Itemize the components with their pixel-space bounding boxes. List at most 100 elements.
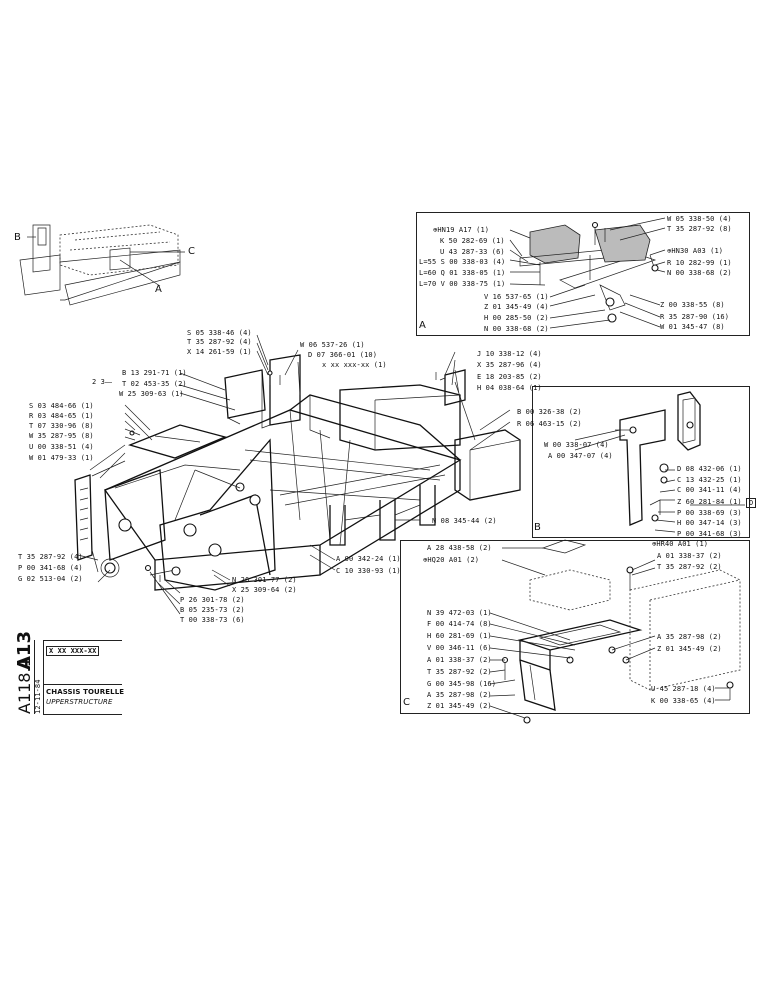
inset-c-label: Z 01 345-49 (2) [427, 702, 492, 710]
part-label: H 04 038-64 (1) [477, 384, 542, 392]
title-block: A13 A118.1 12-11-84 X XX XXX-XX CHASSIS … [12, 630, 125, 715]
inset-c-letter: C [403, 697, 410, 708]
inset-a-letter: A [419, 320, 426, 331]
inset-a-label: N 00 338-68 (2) [667, 269, 732, 277]
inset-a-drawing [509, 217, 666, 329]
inset-c-label: A 35 287-98 (2) [427, 691, 492, 699]
inset-a-label: ⊕HN30 A03 (1) [667, 247, 724, 255]
inset-b-label: Z 60 281-84 (1) [677, 498, 742, 506]
part-label: X 25 309-64 (2) [232, 586, 297, 594]
inset-c-label: A 35 287-98 (2) [657, 633, 722, 641]
circle-d-marker: D [746, 498, 757, 508]
inset-b-label: A 00 347-07 (4) [548, 452, 613, 460]
inset-c-label: T 35 287-92 (2) [427, 668, 492, 676]
part-label: D 07 366-01 (10) [308, 351, 378, 359]
inset-a-label: N 00 338-68 (2) [484, 325, 549, 333]
inset-c-frame [400, 540, 750, 714]
inset-c-label: K 00 338-65 (4) [651, 697, 716, 705]
inset-a-label: H 00 285-50 (2) [484, 314, 549, 322]
part-label: T 35 287-92 (4) [18, 553, 83, 561]
part-label: U 00 338-51 (4) [29, 443, 94, 451]
inset-b-label: W 00 338-07 (4) [544, 441, 609, 449]
inset-b-frame [532, 386, 750, 538]
inset-a-label: L=60 Q 01 338-05 (1) [419, 269, 506, 277]
inset-c-label: ⊕HR40 A01 (1) [652, 540, 709, 548]
inset-a-label: W 01 345-47 (8) [660, 323, 725, 331]
inset-b-label: C 13 432-25 (1) [677, 476, 742, 484]
inset-c-label: H 60 281-69 (1) [427, 632, 492, 640]
part-label: T 00 338-73 (6) [180, 616, 245, 624]
part-label: B 13 291-71 (1) [122, 369, 187, 377]
inset-a-label: L=55 S 00 338-03 (4) [419, 258, 506, 266]
inset-b-label: H 00 347-14 (3) [677, 519, 742, 527]
part-label: W 06 537-26 (1) [300, 341, 365, 349]
part-label: N 26 301-77 (2) [232, 576, 297, 584]
part-label: W 25 309-63 (1) [119, 390, 184, 398]
drawing-code-2: A118.1 [15, 657, 34, 714]
thumbnail-machine [19, 224, 185, 306]
inset-a-label: Z 00 338-55 (8) [660, 301, 725, 309]
thumb-letter-b: B [14, 232, 21, 243]
inset-c-label: A 28 438-58 (2) [427, 544, 492, 552]
inset-c-label: T 35 287-92 (2) [657, 563, 722, 571]
part-label: T 35 287-92 (4) [187, 338, 252, 346]
inset-a-label: T 35 287-92 (8) [667, 225, 732, 233]
inset-c-drawing [489, 539, 741, 724]
inset-c-label: V 00 346-11 (6) [427, 644, 492, 652]
inset-c-label: ⊕HQ20 A01 (2) [423, 556, 480, 564]
part-label: X 14 261-59 (1) [187, 348, 252, 356]
part-label: W 01 479-33 (1) [29, 454, 94, 462]
main-chassis [74, 334, 521, 615]
part-label: C 10 330-93 (1) [336, 567, 401, 575]
part-label: T 07 330-96 (8) [29, 422, 94, 430]
arrow-mark: 2 3⎯⎯ [92, 378, 113, 386]
part-label: R 03 484-65 (1) [29, 412, 94, 420]
part-label: A 00 342-24 (1) [336, 555, 401, 563]
title-english: UPPERSTRUCTURE [46, 698, 113, 706]
inset-a-label: U 43 287-33 (6) [440, 248, 505, 256]
part-label: X 35 287-96 (4) [477, 361, 542, 369]
inset-c-label: Z 01 345-49 (2) [657, 645, 722, 653]
thumb-letter-c: C [188, 246, 195, 257]
part-label: P 26 301-78 (2) [180, 596, 245, 604]
inset-a-label: R 10 282-99 (1) [667, 259, 732, 267]
part-label: T 02 453-35 (2) [122, 380, 187, 388]
inset-a-label: K 50 282-69 (1) [440, 237, 505, 245]
inset-c-label: U 45 287-18 (4) [651, 685, 716, 693]
inset-b-label: P 00 338-69 (3) [677, 509, 742, 517]
inset-b-label: C 00 341-11 (4) [677, 486, 742, 494]
inset-b-label: D 08 432-06 (1) [677, 465, 742, 473]
inset-b-label: P 00 341-68 (3) [677, 530, 742, 538]
part-label: P 00 341-68 (4) [18, 564, 83, 572]
thumb-letter-a: A [155, 284, 162, 295]
part-label: E 18 203-85 (2) [477, 373, 542, 381]
inset-c-label: A 01 338-37 (2) [427, 656, 492, 664]
inset-a-label: L=70 V 00 338-75 (1) [419, 280, 506, 288]
part-label: S 05 338-46 (4) [187, 329, 252, 337]
title-french: CHASSIS TOURELLE [46, 688, 125, 696]
part-label: x xx xxx-xx (1) [322, 361, 387, 369]
reference-code: X XX XXX-XX [46, 646, 100, 656]
part-label: R 06 463-15 (2) [517, 420, 582, 428]
inset-b-letter: B [534, 522, 541, 533]
inset-c-label: N 39 472-03 (1) [427, 609, 492, 617]
inset-c-label: F 00 414-74 (8) [427, 620, 492, 628]
part-label: B 00 326-38 (2) [517, 408, 582, 416]
inset-a-label: V 16 537-65 (1) [484, 293, 549, 301]
part-label: S 03 484-66 (1) [29, 402, 94, 410]
part-label: B 05 235-73 (2) [180, 606, 245, 614]
part-label: J 10 338-12 (4) [477, 350, 542, 358]
inset-b-drawing [574, 391, 745, 533]
part-label: N 08 345-44 (2) [432, 517, 497, 525]
inset-c-label: G 00 345-98 (16) [427, 680, 497, 688]
part-label: W 35 287-95 (8) [29, 432, 94, 440]
part-label: G 02 513-04 (2) [18, 575, 83, 583]
inset-a-label: Z 01 345-49 (4) [484, 303, 549, 311]
inset-a-frame [416, 212, 750, 336]
drawing-date: 12-11-84 [34, 679, 42, 714]
inset-a-label: W 05 338-50 (4) [667, 215, 732, 223]
inset-c-label: A 01 338-37 (2) [657, 552, 722, 560]
inset-a-label: ⊕HN19 A17 (1) [433, 226, 490, 234]
inset-a-label: R 35 287-90 (16) [660, 313, 730, 321]
